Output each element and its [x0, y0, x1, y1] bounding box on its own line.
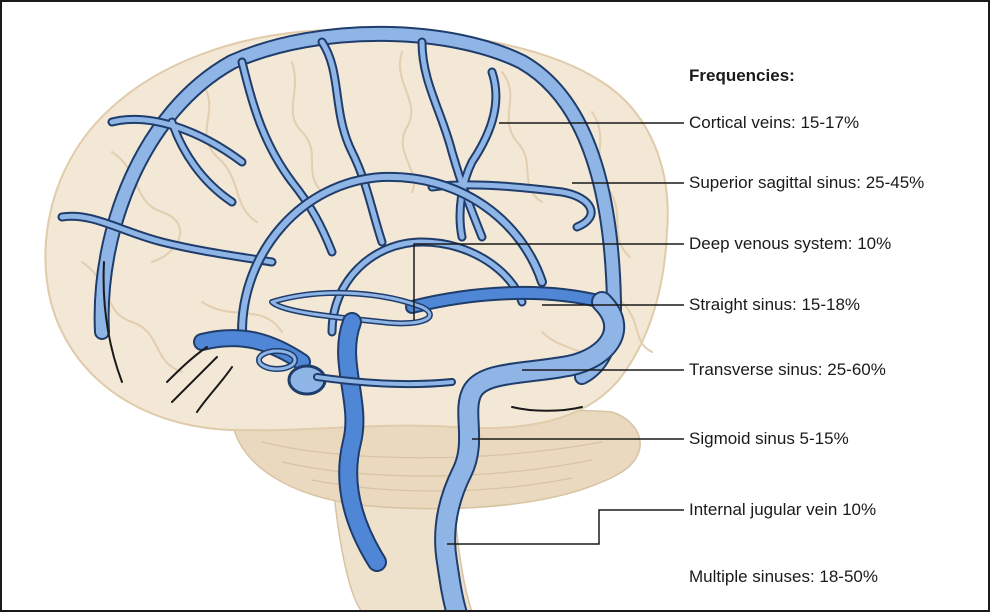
label-straight-sinus: Straight sinus: 15-18% [689, 295, 860, 315]
label-cortical-veins: Cortical veins: 15-17% [689, 113, 859, 133]
label-sigmoid-sinus: Sigmoid sinus 5-15% [689, 429, 849, 449]
label-internal-jugular-vein: Internal jugular vein 10% [689, 500, 876, 520]
label-deep-venous-system: Deep venous system: 10% [689, 234, 891, 254]
label-superior-sagittal-sinus: Superior sagittal sinus: 25-45% [689, 173, 924, 193]
frequencies-heading: Frequencies: [689, 66, 795, 86]
leader-internal-jugular-vein [447, 510, 684, 544]
label-transverse-sinus: Transverse sinus: 25-60% [689, 360, 886, 380]
label-multiple-sinuses: Multiple sinuses: 18-50% [689, 567, 878, 587]
leader-deep-venous-system [414, 244, 684, 320]
